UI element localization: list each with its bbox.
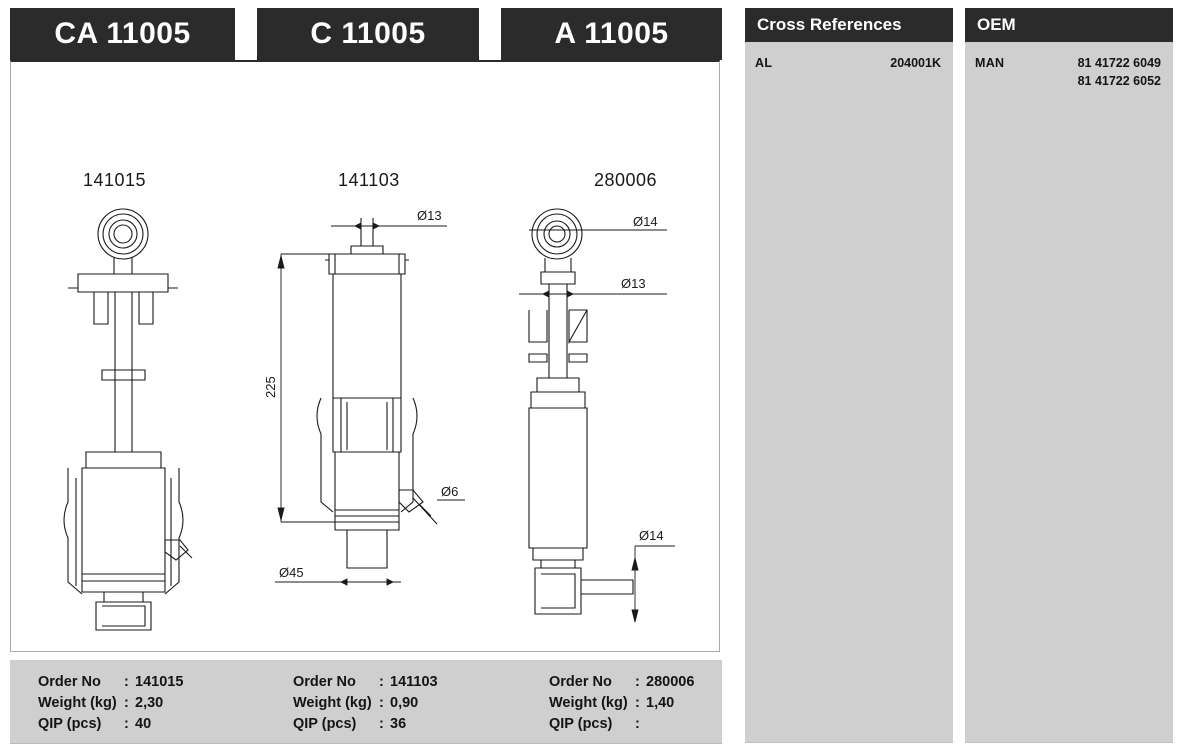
oem-body: MAN 81 41722 6049 81 41722 6052 (965, 42, 1173, 90)
shock-absorber-drawing-141103: Ø13 225 Ø6 Ø4 (251, 202, 486, 632)
spec-value-weight: 0,90 (390, 695, 419, 711)
cross-reference-brand: AL (755, 56, 773, 70)
dimension-d13-141103 (331, 222, 447, 230)
part-number-label-2: 141103 (338, 170, 400, 190)
spec-colon: : (379, 674, 384, 690)
part-number-label-1: 141015 (83, 170, 147, 190)
cross-reference-numbers: 204001K (890, 54, 941, 72)
tab-c-11005[interactable]: C 11005 (257, 8, 479, 60)
spec-colon: : (635, 716, 640, 732)
dimension-label-d14-bottom: Ø14 (639, 528, 664, 543)
spec-colon: : (124, 716, 129, 732)
oem-brand: MAN (975, 56, 1005, 70)
spec-key-order-no: Order No (293, 674, 356, 690)
specification-row: Order No : 141015 Weight (kg) : 2,30 QIP… (10, 660, 722, 744)
dimension-d14-bottom-280006 (631, 545, 675, 623)
spec-line-order-no: Order No : 280006 (549, 672, 722, 693)
spec-value-order-no: 141103 (390, 674, 438, 690)
dimension-label-d14-top: Ø14 (633, 214, 658, 229)
spec-panel-280006: Order No : 280006 Weight (kg) : 1,40 QIP… (521, 660, 722, 744)
spec-value-order-no: 141015 (135, 674, 184, 690)
spec-colon: : (379, 695, 384, 711)
shock-absorber-drawing-141015 (16, 202, 251, 632)
spec-key-weight: Weight (kg) (549, 695, 628, 711)
dimension-label-225: 225 (263, 376, 278, 398)
oem-row: MAN 81 41722 6049 81 41722 6052 (975, 54, 1161, 90)
spec-value-weight: 1,40 (646, 695, 675, 711)
spec-panel-141103: Order No : 141103 Weight (kg) : 0,90 QIP… (265, 660, 521, 744)
catalog-left-column: CA 11005 C 11005 A 11005 141015 141103 2… (10, 8, 722, 744)
oem-panel: OEM MAN 81 41722 6049 81 41722 6052 (965, 8, 1173, 743)
spec-key-weight: Weight (kg) (293, 695, 372, 711)
spec-colon: : (635, 674, 640, 690)
spec-value-weight: 2,30 (135, 695, 164, 711)
cross-reference-number: 204001K (890, 56, 941, 70)
drawing-svg-141015 (63, 208, 193, 631)
spec-value-qip: 36 (390, 716, 407, 732)
tab-gap (479, 8, 501, 60)
product-tab-strip: CA 11005 C 11005 A 11005 (10, 8, 722, 60)
spec-line-qip: QIP (pcs) : 40 (38, 714, 265, 735)
cross-references-body: AL 204001K (745, 42, 953, 72)
oem-number: 81 41722 6052 (1077, 74, 1161, 88)
spec-line-qip: QIP (pcs) : 36 (293, 714, 521, 735)
spec-value-order-no: 280006 (646, 674, 695, 690)
dimension-label-d45: Ø45 (279, 565, 304, 580)
spec-line-weight: Weight (kg) : 0,90 (293, 693, 521, 714)
dimension-label-d13-rod: Ø13 (621, 276, 646, 291)
spec-colon: : (379, 716, 384, 732)
spec-line-weight: Weight (kg) : 1,40 (549, 693, 722, 714)
cross-references-panel: Cross References AL 204001K (745, 8, 953, 743)
dimension-d13-280006 (519, 290, 667, 298)
spec-key-order-no: Order No (38, 674, 101, 690)
tab-a-11005[interactable]: A 11005 (501, 8, 722, 60)
cross-reference-row: AL 204001K (755, 54, 941, 72)
spec-key-weight: Weight (kg) (38, 695, 117, 711)
dimension-label-d6: Ø6 (441, 484, 458, 499)
oem-number: 81 41722 6049 (1077, 56, 1161, 70)
tab-ca-11005[interactable]: CA 11005 (10, 8, 235, 60)
dimension-label-d13-top: Ø13 (417, 208, 442, 223)
spec-line-qip: QIP (pcs) : (549, 714, 722, 735)
spec-line-weight: Weight (kg) : 2,30 (38, 693, 265, 714)
oem-numbers: 81 41722 6049 81 41722 6052 (1078, 54, 1161, 90)
spec-panel-141015: Order No : 141015 Weight (kg) : 2,30 QIP… (10, 660, 265, 744)
technical-drawing-frame: 141015 141103 280006 (10, 60, 720, 652)
spec-key-qip: QIP (pcs) (549, 716, 613, 732)
spec-key-qip: QIP (pcs) (38, 716, 102, 732)
shock-absorber-drawing-280006: Ø14 Ø13 Ø14 (489, 202, 719, 632)
dimension-d45-141103 (275, 578, 401, 586)
cross-references-header: Cross References (745, 8, 953, 42)
spec-line-order-no: Order No : 141015 (38, 672, 265, 693)
spec-value-qip: 40 (135, 716, 152, 732)
spec-key-order-no: Order No (549, 674, 612, 690)
drawing-svg-280006: Ø14 Ø13 Ø14 (519, 208, 675, 623)
spec-colon: : (635, 695, 640, 711)
drawing-svg-141103: Ø13 225 Ø6 Ø4 (263, 208, 465, 586)
spec-colon: : (124, 695, 129, 711)
spec-line-order-no: Order No : 141103 (293, 672, 521, 693)
spec-key-qip: QIP (pcs) (293, 716, 357, 732)
dimension-225-141103 (277, 253, 335, 523)
tab-gap (235, 8, 257, 60)
spec-colon: : (124, 674, 129, 690)
part-number-label-3: 280006 (594, 170, 658, 190)
oem-header: OEM (965, 8, 1173, 42)
